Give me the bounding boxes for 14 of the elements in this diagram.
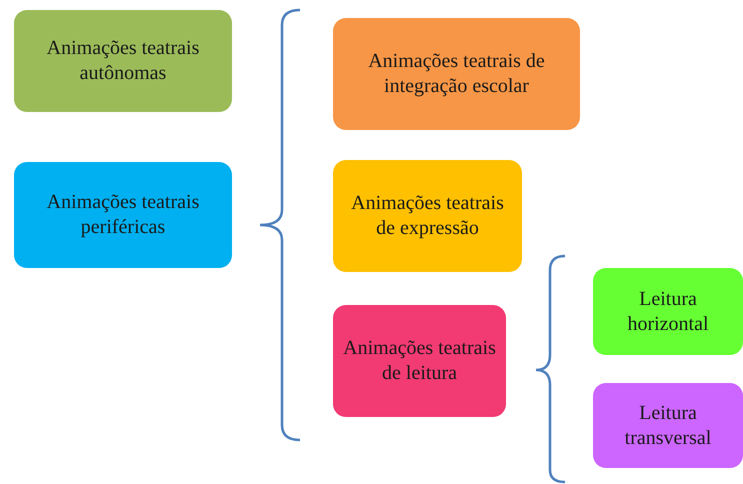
category-box (14, 10, 232, 112)
category-box (593, 268, 743, 355)
category-box (593, 383, 743, 468)
box-label: Animações teatrais de expressão (350, 191, 505, 241)
box-label: Animações teatrais periféricas (46, 190, 200, 240)
box-label: Animações teatrais de integração escolar (367, 49, 546, 99)
box-label: Leitura horizontal (626, 286, 710, 336)
category-box (333, 160, 522, 272)
category-box (14, 162, 232, 268)
box-label: Leitura transversal (624, 400, 712, 450)
category-box (333, 18, 580, 130)
box-label: Animações teatrais autônomas (46, 36, 200, 86)
box-label: Animações teatrais de leitura (342, 336, 497, 386)
category-box (333, 305, 506, 417)
